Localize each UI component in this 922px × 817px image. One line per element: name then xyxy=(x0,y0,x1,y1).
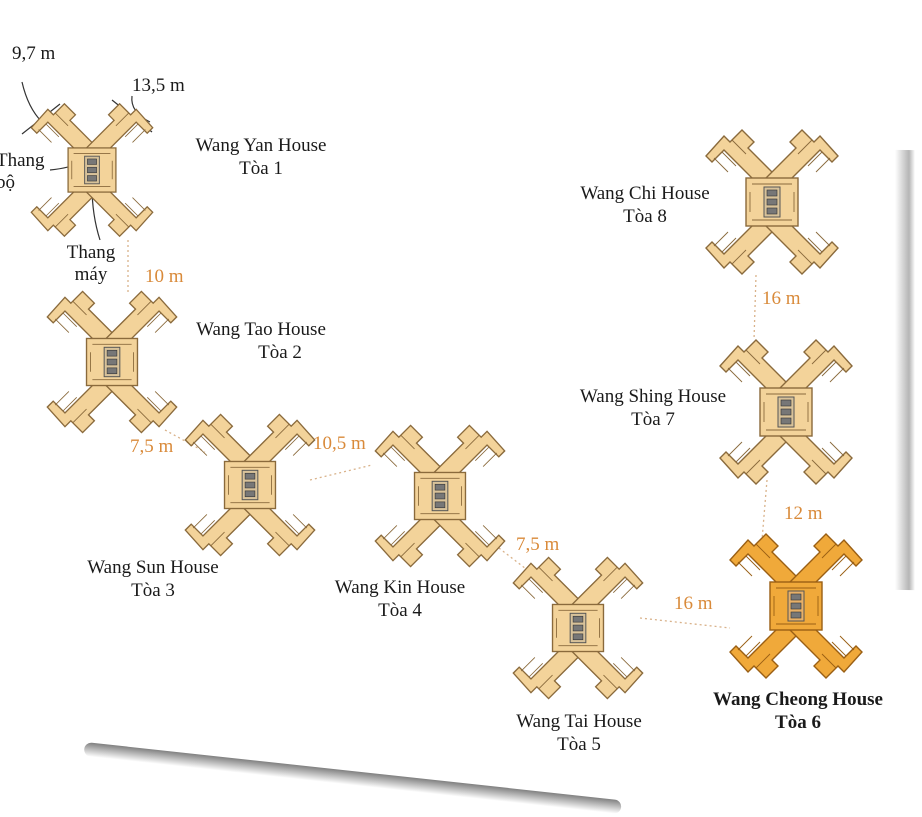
elevator-label: Thang máy xyxy=(66,242,116,285)
tower-7-name: Wang Shing House xyxy=(579,386,727,407)
distance-5-6: 16 m xyxy=(674,593,713,614)
tower-1-footprint xyxy=(30,102,154,238)
tower-2-label: Tòa 2 xyxy=(258,342,302,363)
connector-6-7 xyxy=(761,479,768,541)
dimension-width-b: 13,5 m xyxy=(132,75,185,96)
distance-6-7: 12 m xyxy=(784,503,823,524)
distance-1-2: 10 m xyxy=(145,266,184,287)
tower-5-footprint xyxy=(512,556,644,700)
stair-label: Thang bộ xyxy=(0,150,45,193)
tower-4-name: Wang Kin House xyxy=(334,577,466,598)
tower-5-label: Tòa 5 xyxy=(557,734,601,755)
tower-6-footprint xyxy=(729,533,863,679)
connector-5-6 xyxy=(639,617,731,629)
tower-8-name: Wang Chi House xyxy=(580,183,710,204)
distance-4-5: 7,5 m xyxy=(516,534,560,555)
dimension-width-a: 9,7 m xyxy=(12,43,56,64)
tower-4-footprint xyxy=(374,424,506,568)
tower-6-label: Tòa 6 xyxy=(775,712,821,733)
distance-2-3: 7,5 m xyxy=(130,436,174,457)
tower-2-name: Wang Tao House xyxy=(196,319,326,340)
connector-7-8 xyxy=(753,274,757,341)
distance-7-8: 16 m xyxy=(762,288,801,309)
connector-4-5 xyxy=(494,544,531,573)
tower-7-label: Tòa 7 xyxy=(631,409,675,430)
tower-1-name: Wang Yan House xyxy=(195,135,327,156)
tower-3-label: Tòa 3 xyxy=(131,580,175,601)
tower-7-footprint xyxy=(719,339,853,485)
distance-3-4: 10,5 m xyxy=(313,433,366,454)
tower-8-label: Tòa 8 xyxy=(623,206,667,227)
tower-6-name: Wang Cheong House xyxy=(713,689,883,710)
tower-1-label: Tòa 1 xyxy=(239,158,283,179)
dimension-line-a xyxy=(21,81,43,123)
tower-3-footprint xyxy=(184,413,316,557)
connector-3-4 xyxy=(309,464,373,481)
tower-5-name: Wang Tai House xyxy=(516,711,642,732)
tower-4-label: Tòa 4 xyxy=(378,600,422,621)
tower-8-footprint xyxy=(705,129,839,275)
tower-3-name: Wang Sun House xyxy=(87,557,219,578)
tower-2-footprint xyxy=(46,290,178,434)
